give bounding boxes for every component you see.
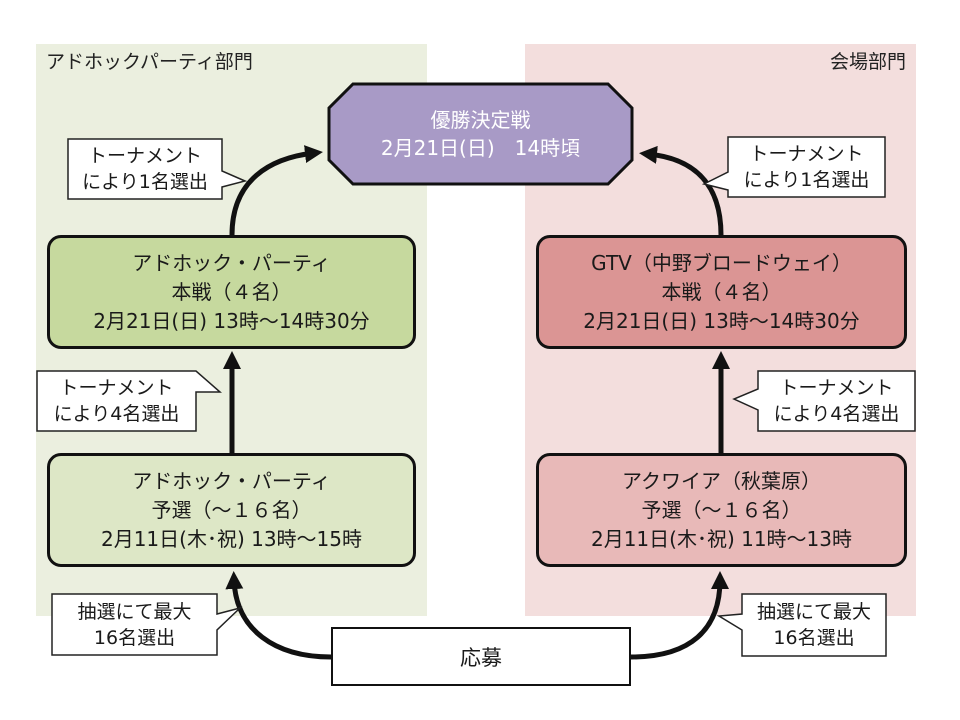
callout-bot-right: 抽選にて最大 16名選出: [742, 594, 886, 656]
venue-prelim-stage: 予選（〜１６名）: [641, 497, 802, 522]
venue-prelim-datetime: 2月11日(木･祝) 11時〜13時: [590, 526, 853, 551]
adhoc-main-datetime: 2月21日(日) 13時〜14時30分: [93, 308, 370, 333]
adhoc-final-arrow: [229, 145, 323, 236]
adhoc-main-name: アドホック・パーティ: [132, 250, 331, 275]
final-title: 優勝決定戦: [430, 108, 531, 132]
callout-bot-left-line1: 抽選にて最大: [77, 600, 192, 623]
venue-final-arrow: [639, 145, 724, 236]
callout-top-right: トーナメント により1名選出: [728, 137, 885, 197]
adhoc-division-title: アドホックパーティ部門: [46, 51, 253, 73]
venue-division-title: 会場部門: [829, 51, 906, 73]
callout-bot-left-line2: 16名選出: [93, 626, 176, 649]
adhoc-entry-arrow: [225, 571, 332, 660]
callout-mid-left-line2: により4名選出: [53, 403, 180, 425]
callout-top-left: トーナメント により1名選出: [68, 139, 222, 199]
callout-shape-mid-left: [36, 370, 222, 432]
venue-main-datetime: 2月21日(日) 13時〜14時30分: [583, 308, 860, 333]
callout-mid-right-line2: により4名選出: [773, 403, 900, 425]
final-match-box: 優勝決定戦 2月21日(日) 14時頃: [329, 84, 632, 184]
callout-bot-right-line1: 抽選にて最大: [756, 601, 871, 623]
venue-prelim-box: アクワイア（秋葉原） 予選（〜１６名） 2月11日(木･祝) 11時〜13時: [536, 453, 907, 567]
adhoc-main-stage: 本戦（４名）: [171, 279, 292, 304]
final-octagon: [327, 82, 634, 186]
callout-shape-mid-right: [732, 370, 916, 432]
venue-entry-arrow: [630, 571, 729, 660]
callout-mid-right: トーナメント により4名選出: [758, 371, 915, 431]
adhoc-prelim-stage: 予選（〜１６名）: [151, 497, 312, 522]
callout-top-right-line1: トーナメント: [749, 143, 864, 165]
callout-bot-left: 抽選にて最大 16名選出: [52, 594, 217, 655]
venue-main-name: GTV（中野ブロードウェイ）: [591, 250, 852, 275]
callout-shape-bot-left: [51, 593, 243, 656]
venue-main-stage: 本戦（４名）: [661, 279, 782, 304]
callout-mid-left-line1: トーナメント: [59, 377, 174, 399]
adhoc-prelim-name: アドホック・パーティ: [132, 468, 331, 493]
final-datetime: 2月21日(日) 14時頃: [380, 136, 581, 160]
callout-shape-top-left: [67, 138, 248, 200]
venue-main-round-box: GTV（中野ブロードウェイ） 本戦（４名） 2月21日(日) 13時〜14時30…: [536, 235, 907, 349]
venue-prelim-name: アクワイア（秋葉原）: [622, 468, 821, 493]
callout-top-right-line2: により1名選出: [743, 169, 870, 191]
adhoc-main-round-box: アドホック・パーティ 本戦（４名） 2月21日(日) 13時〜14時30分: [47, 235, 416, 349]
callout-bot-right-line2: 16名選出: [773, 627, 855, 649]
callout-shape-bot-right: [716, 593, 887, 657]
callout-top-left-line2: により1名選出: [82, 171, 208, 193]
callout-top-left-line1: トーナメント: [87, 145, 202, 167]
apply-box: 応募: [331, 627, 631, 686]
callout-shape-top-right: [701, 136, 886, 198]
callout-mid-right-line1: トーナメント: [779, 377, 894, 399]
callout-mid-left: トーナメント により4名選出: [37, 371, 196, 431]
adhoc-prelim-box: アドホック・パーティ 予選（〜１６名） 2月11日(木･祝) 13時〜15時: [47, 453, 416, 567]
adhoc-prelim-datetime: 2月11日(木･祝) 13時〜15時: [100, 526, 363, 551]
